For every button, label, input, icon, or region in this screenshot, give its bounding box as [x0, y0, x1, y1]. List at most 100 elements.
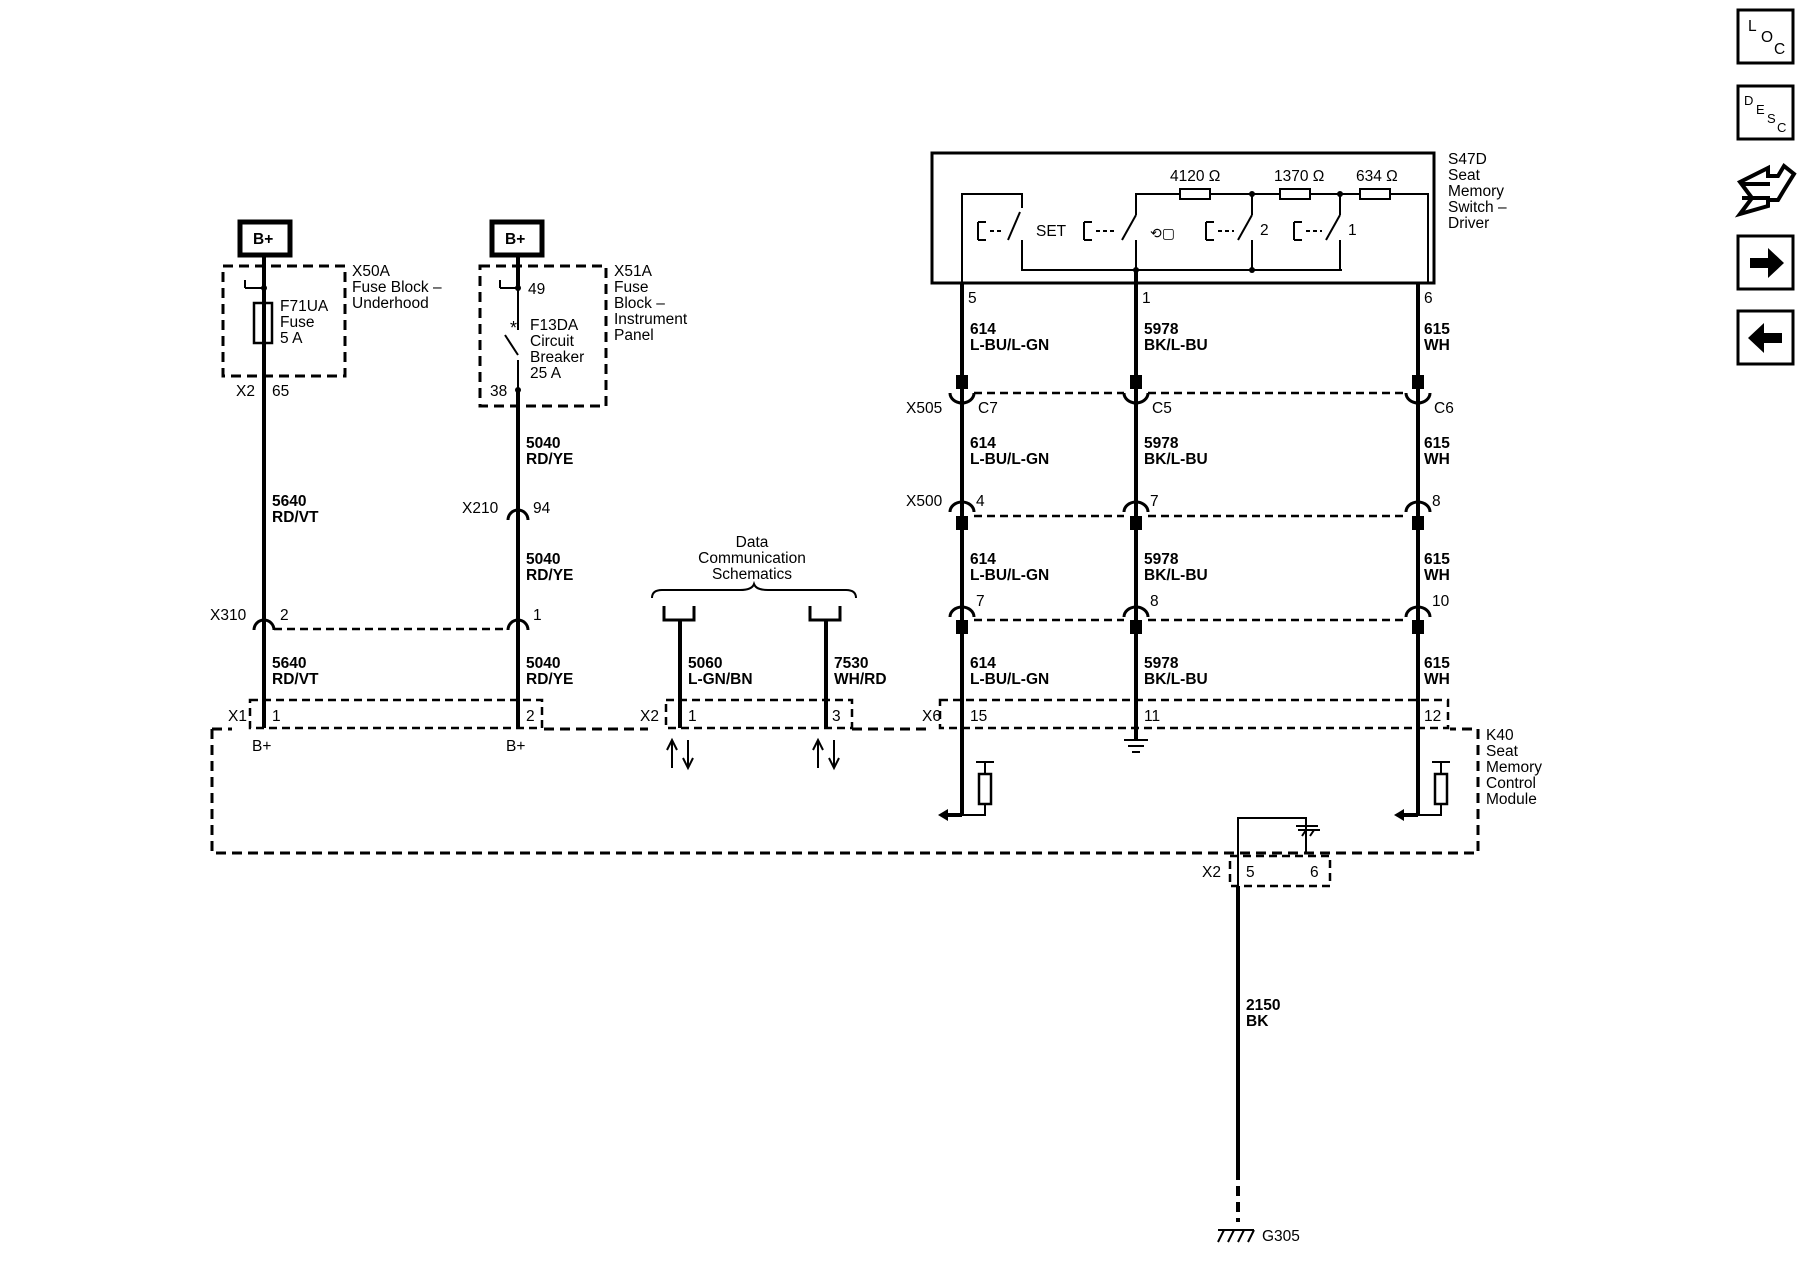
cb-f13da-rating: 25 A — [530, 365, 562, 382]
x500-pin-c: 8 — [1432, 493, 1441, 510]
module-x1-pin-a: 1 — [272, 708, 281, 725]
back-arrow-button[interactable] — [1736, 309, 1795, 366]
module-connector-x1: X1 1 2 B+ B+ — [228, 698, 544, 755]
w5640-color-a: RD/VT — [272, 509, 319, 526]
fuse-f71ua-rating: 5 A — [280, 330, 303, 347]
module-x1-pin-b: 2 — [526, 708, 535, 725]
bplus-box-left: B+ — [237, 219, 293, 258]
resistor-634-label: 634 Ω — [1356, 168, 1398, 185]
data-comm-line1: Data — [736, 534, 769, 551]
fuse-block-underhood: X50A Fuse Block – Underhood F71UA Fuse 5… — [221, 263, 442, 400]
switch-pin-a: 5 — [968, 290, 977, 307]
fuse-block-ip-name3: Instrument — [614, 311, 688, 328]
w5040-circuit-a: 5040 — [526, 435, 560, 452]
data-comm-line3: Schematics — [712, 566, 792, 583]
w615-circuit-c: 615 — [1424, 551, 1450, 568]
w5978-color-b: BK/L-BU — [1144, 451, 1208, 468]
set-switch-label: SET — [1036, 223, 1067, 240]
module-name2: Memory — [1486, 759, 1542, 776]
switch-name4: Driver — [1448, 215, 1489, 232]
x310-id: X310 — [210, 607, 247, 624]
loc-button[interactable]: L O C — [1736, 8, 1795, 65]
module-x6-pin-c: 12 — [1424, 708, 1441, 725]
resistor-4120 — [1179, 188, 1211, 200]
ground-id: G305 — [1262, 1228, 1300, 1245]
w5060-color: L-GN/BN — [688, 671, 753, 688]
x500-id: X500 — [906, 493, 943, 510]
x505-pin-b: C5 — [1152, 400, 1172, 417]
switch-name1: Seat — [1448, 167, 1481, 184]
seat-memory-icon: ⟲▢ — [1150, 225, 1175, 241]
fuse-block-ip-name1: Fuse — [614, 279, 648, 296]
switch-pin-c: 6 — [1424, 290, 1433, 307]
w5978-color-c: BK/L-BU — [1144, 567, 1208, 584]
module-x2a-id: X2 — [640, 708, 659, 725]
w615-circuit-d: 615 — [1424, 655, 1450, 672]
x50a-pin: 65 — [272, 383, 289, 400]
module-bplus1: B+ — [252, 738, 271, 755]
w615-color-a: WH — [1424, 337, 1450, 354]
connector-x500: X500 4 7 8 — [906, 493, 1441, 530]
switch-name2: Memory — [1448, 183, 1504, 200]
w5978-color-a: BK/L-BU — [1144, 337, 1208, 354]
connector-x210: X210 94 — [462, 500, 551, 521]
circuit-breaker-star: * — [510, 318, 517, 338]
desc-letter-c: C — [1777, 120, 1786, 135]
connector-inline-3: 7 8 10 — [948, 593, 1450, 634]
desc-button[interactable]: D E S C — [1736, 84, 1795, 141]
fuse-block-ip-id: X51A — [614, 263, 653, 280]
desc-letter-e: E — [1756, 102, 1765, 117]
module-name3: Control — [1486, 775, 1536, 792]
module-ground-circuit — [1237, 817, 1320, 890]
switch-id: S47D — [1448, 151, 1487, 168]
module-x2b-id: X2 — [1202, 864, 1221, 881]
module-x2a-pin-b: 3 — [832, 708, 841, 725]
switch-pin-b: 1 — [1142, 290, 1151, 307]
fuse-block-underhood-id: X50A — [352, 263, 391, 280]
connector-diagnostic-icon[interactable] — [1734, 163, 1797, 218]
bplus-box-right: B+ — [489, 219, 545, 258]
desc-letter-s: S — [1767, 111, 1776, 126]
w2150-color: BK — [1246, 1013, 1269, 1030]
fuse-block-ip-name2: Block – — [614, 295, 665, 312]
arrow-left-icon — [1394, 809, 1404, 821]
w5040-color-b: RD/YE — [526, 567, 573, 584]
desc-letter-d: D — [1744, 93, 1753, 108]
cb-f13da-type2: Breaker — [530, 349, 584, 366]
resistor-634 — [1359, 188, 1391, 200]
module-name1: Seat — [1486, 743, 1519, 760]
module-name4: Module — [1486, 791, 1537, 808]
switch-2-label: 2 — [1260, 222, 1269, 239]
next-arrow-button[interactable] — [1736, 234, 1795, 291]
module-x6-pin-a: 15 — [970, 708, 987, 725]
w615-circuit-a: 615 — [1424, 321, 1450, 338]
x310-pin-b: 1 — [533, 607, 542, 624]
loc-letter-l: L — [1748, 18, 1757, 35]
chassis-ground-icon — [1124, 739, 1148, 753]
seat-memory-switch: S47D Seat Memory Switch – Driver 4120 Ω … — [930, 151, 1507, 307]
w615-color-c: WH — [1424, 567, 1450, 584]
w2150-circuit: 2150 — [1246, 997, 1280, 1014]
data-comm-reference: Data Communication Schematics — [651, 534, 857, 622]
resistor-1370-label: 1370 Ω — [1274, 168, 1324, 185]
w614-color-b: L-BU/L-GN — [970, 451, 1049, 468]
w5978-color-d: BK/L-BU — [1144, 671, 1208, 688]
bplus-label-right: B+ — [505, 231, 525, 248]
w614-color-c: L-BU/L-GN — [970, 567, 1049, 584]
w5040-circuit-c: 5040 — [526, 655, 560, 672]
right-arrow-icon — [1750, 248, 1784, 278]
module-bplus2: B+ — [506, 738, 525, 755]
arrow-left-icon — [938, 809, 948, 821]
bplus-label-left: B+ — [253, 231, 273, 248]
input-circuit-614 — [938, 761, 994, 821]
connector-x505: X505 C7 C5 C6 — [906, 375, 1454, 417]
w7530-circuit: 7530 — [834, 655, 868, 672]
fuse-block-underhood-name1: Fuse Block – — [352, 279, 442, 296]
x500-pin-b: 7 — [1150, 493, 1159, 510]
loc-letter-c: C — [1774, 41, 1785, 58]
seat-memory-control-module: K40 Seat Memory Control Module — [210, 727, 1542, 855]
fuse-f71ua-type: Fuse — [280, 314, 314, 331]
w5978-circuit-b: 5978 — [1144, 435, 1179, 452]
fuse-block-underhood-name2: Underhood — [352, 295, 429, 312]
w7530-color: WH/RD — [834, 671, 887, 688]
